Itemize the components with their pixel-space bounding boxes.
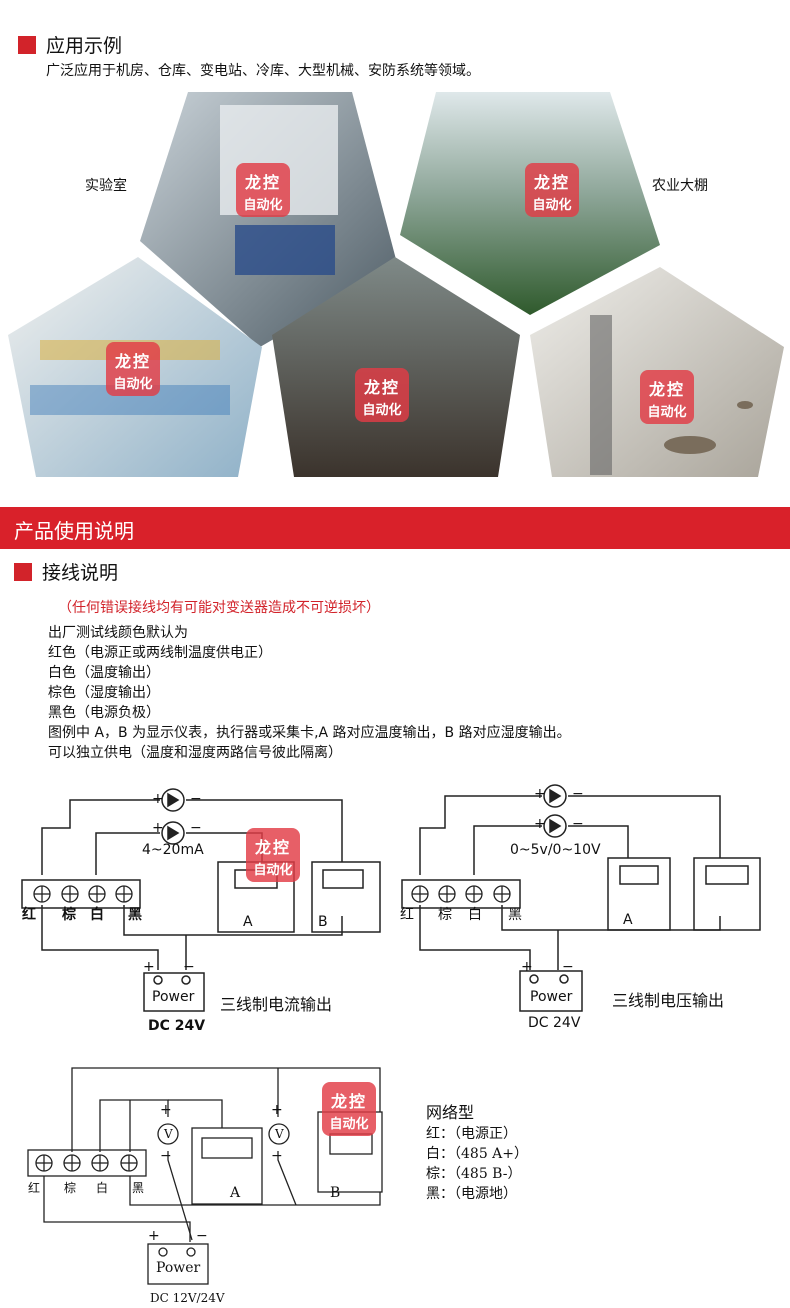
terminal-label-brown: 棕 (64, 1181, 77, 1195)
network-title: 网络型 (426, 1103, 475, 1122)
application-description: 广泛应用于机房、仓库、变电站、冷库、大型机械、安防系统等领域。 (46, 63, 480, 79)
section-marker (18, 36, 36, 54)
photo-label-greenhouse: 农业大棚 (652, 178, 708, 194)
meter-b (311, 861, 381, 933)
wiring-note: 白色（温度输出） (48, 665, 160, 681)
power-box (143, 972, 205, 1012)
supply-label: DC 24V (148, 1018, 206, 1034)
plus-sign: + (521, 959, 533, 975)
minus-sign: − (271, 1148, 283, 1164)
minus-sign: − (196, 1228, 208, 1244)
meter-b-label: B (318, 914, 328, 930)
watermark-logo: 龙控自动化 (640, 370, 694, 424)
diagram-caption: 三线制电流输出 (220, 995, 333, 1014)
wiring-note: 图例中 A，B 为显示仪表，执行器或采集卡,A 路对应温度输出，B 路对应湿度输… (48, 725, 571, 741)
watermark-logo: 龙控自动化 (322, 1082, 376, 1136)
meter-a (607, 857, 671, 931)
minus-sign: − (190, 791, 202, 807)
section-marker (14, 563, 32, 581)
wiring-note: 黑色（电源负极） (48, 705, 160, 721)
minus-sign: − (572, 816, 584, 832)
plus-sign: + (160, 1102, 172, 1118)
terminal-label-white: 白 (96, 1181, 109, 1195)
minus-sign: − (160, 1148, 172, 1164)
voltmeter-label: V (275, 1127, 284, 1141)
banner-title: 产品使用说明 (14, 519, 134, 543)
instructions-banner: 产品使用说明 (0, 507, 790, 549)
voltmeter-label: V (164, 1127, 173, 1141)
wiring-note: 出厂测试线颜色默认为 (48, 625, 188, 641)
section-title-wiring: 接线说明 (42, 562, 119, 584)
network-item: 红：（电源正） (426, 1126, 517, 1142)
network-item: 黑：（电源地） (426, 1186, 517, 1202)
plus-sign: + (534, 816, 546, 832)
meter-a-label: A (623, 912, 633, 928)
signal-label: 0~5v/0~10V (510, 842, 601, 858)
plus-sign: + (534, 786, 546, 802)
power-label: Power (152, 989, 195, 1005)
wiring-diagram-current (21, 788, 381, 1012)
minus-sign: − (190, 820, 202, 836)
meter-a-label: A (230, 1185, 241, 1201)
terminal-label-brown: 棕 (438, 907, 452, 923)
plus-sign: + (152, 791, 164, 807)
power-box (519, 970, 583, 1012)
section-title-application: 应用示例 (46, 35, 123, 57)
watermark-logo: 龙控自动化 (246, 828, 300, 882)
terminal-label-red: 红 (22, 907, 36, 923)
meter-b-label: B (330, 1185, 341, 1201)
terminal-label-brown: 棕 (62, 907, 76, 923)
wiring-note: 可以独立供电（温度和湿度两路信号彼此隔离） (48, 745, 342, 761)
wiring-diagram-network (27, 1067, 383, 1285)
diagram-caption: 三线制电压输出 (612, 991, 725, 1010)
wiring-note: 棕色（湿度输出） (48, 685, 160, 701)
terminal-label-red: 红 (28, 1181, 41, 1195)
terminal-label-white: 白 (90, 907, 104, 923)
photo-label-lab: 实验室 (85, 178, 127, 194)
wiring-note: 红色（电源正或两线制温度供电正） (48, 645, 272, 661)
watermark-logo: 龙控自动化 (236, 163, 290, 217)
terminal-label-black: 黑 (128, 907, 142, 923)
voltmeter (157, 1123, 179, 1145)
plus-sign: + (152, 820, 164, 836)
watermark-logo: 龙控自动化 (525, 163, 579, 217)
terminal-label-red: 红 (400, 907, 414, 923)
meter-a (191, 1127, 263, 1205)
network-item: 棕：（485 B-） (426, 1166, 522, 1182)
supply-label: DC 24V (528, 1015, 581, 1031)
plus-sign: + (143, 959, 155, 975)
network-item: 白：（485 A+） (426, 1146, 529, 1162)
terminal-label-black: 黑 (508, 907, 522, 923)
watermark-logo: 龙控自动化 (355, 368, 409, 422)
minus-sign: − (562, 959, 574, 975)
plus-sign: + (148, 1228, 160, 1244)
terminal-label-black: 黑 (132, 1181, 145, 1195)
minus-sign: − (572, 786, 584, 802)
power-label: Power (156, 1260, 201, 1276)
wiring-diagram-voltage (401, 784, 761, 1012)
power-label: Power (530, 989, 573, 1005)
watermark-logo: 龙控自动化 (106, 342, 160, 396)
wiring-warning: （任何错误接线均有可能对变送器造成不可逆损坏） (58, 600, 380, 616)
power-box (147, 1243, 209, 1285)
voltmeter (268, 1123, 290, 1145)
terminal-label-white: 白 (468, 907, 482, 923)
photo-warehouse (272, 257, 520, 477)
plus-sign: + (271, 1102, 283, 1118)
meter-b (693, 857, 761, 931)
minus-sign: − (183, 959, 195, 975)
meter-a-label: A (243, 914, 253, 930)
signal-label: 4~20mA (142, 842, 204, 858)
supply-label: DC 12V/24V (150, 1291, 225, 1305)
photo-collage (8, 92, 784, 477)
